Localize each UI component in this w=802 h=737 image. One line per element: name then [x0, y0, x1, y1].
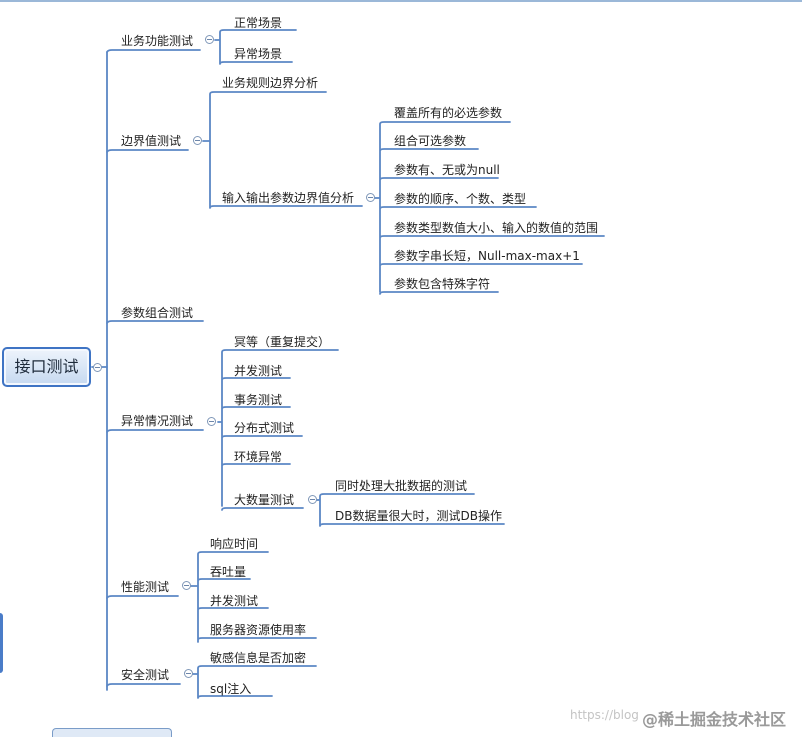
node-business-rule-boundary[interactable]: 业务规则边界分析 — [222, 76, 319, 90]
node-param-range[interactable]: 参数类型数值大小、输入的数值的范围 — [394, 221, 599, 235]
node-required-params[interactable]: 覆盖所有的必选参数 — [394, 106, 503, 120]
underline-perf — [106, 595, 179, 599]
node-batch-data[interactable]: 同时处理大批数据的测试 — [335, 479, 468, 493]
node-boundary[interactable]: 边界值测试 — [121, 134, 182, 148]
node-response-time[interactable]: 响应时间 — [210, 537, 259, 551]
node-io-param-boundary[interactable]: 输入输出参数边界值分析 — [222, 191, 355, 205]
collapse-toggle-icon[interactable] — [205, 35, 214, 44]
node-abnormal[interactable]: 异常情况测试 — [121, 414, 194, 428]
node-param-order[interactable]: 参数的顺序、个数、类型 — [394, 192, 527, 206]
underline-sec — [106, 683, 181, 687]
node-optional-combo[interactable]: 组合可选参数 — [394, 134, 467, 148]
bracket-sec — [191, 665, 317, 699]
collapse-toggle-icon[interactable] — [182, 581, 191, 590]
node-db-volume[interactable]: DB数据量很大时，测试DB操作 — [335, 509, 502, 523]
node-concurrency[interactable]: 并发测试 — [234, 364, 283, 378]
node-big-data[interactable]: 大数量测试 — [234, 493, 295, 507]
bracket-perf — [189, 551, 317, 643]
collapse-toggle-icon[interactable] — [184, 669, 193, 678]
bracket-abnormal — [217, 349, 339, 511]
top-border — [0, 0, 802, 2]
underline-param — [106, 320, 204, 324]
node-security[interactable]: 安全测试 — [121, 668, 170, 682]
root-node[interactable]: 接口测试 — [2, 347, 91, 387]
node-idempotent[interactable]: 冥等（重复提交） — [234, 335, 331, 349]
collapse-toggle-icon[interactable] — [193, 136, 202, 145]
node-special-chars[interactable]: 参数包含特殊字符 — [394, 277, 491, 291]
bracket-boundary — [202, 91, 363, 209]
node-abnormal-scene[interactable]: 异常场景 — [234, 47, 283, 61]
node-normal-scene[interactable]: 正常场景 — [234, 16, 283, 30]
node-transaction[interactable]: 事务测试 — [234, 393, 283, 407]
node-distributed[interactable]: 分布式测试 — [234, 421, 295, 435]
bracket-biz — [214, 29, 297, 65]
collapse-toggle-icon[interactable] — [93, 363, 102, 372]
underline-biz — [106, 49, 201, 53]
partial-node[interactable] — [52, 728, 172, 737]
node-sql-injection[interactable]: sql注入 — [210, 682, 252, 696]
node-server-resource[interactable]: 服务器资源使用率 — [210, 623, 307, 637]
underline-boundary — [106, 149, 189, 153]
node-throughput[interactable]: 吞吐量 — [210, 565, 247, 579]
node-sensitive-encrypt[interactable]: 敏感信息是否加密 — [210, 651, 307, 665]
node-performance[interactable]: 性能测试 — [121, 580, 170, 594]
node-param-null[interactable]: 参数有、无或为null — [394, 163, 500, 177]
node-param-length[interactable]: 参数字串长短，Null-max-max+1 — [394, 249, 580, 263]
collapse-toggle-icon[interactable] — [207, 417, 216, 426]
watermark-url: https://blog — [570, 708, 639, 722]
underline-abnormal — [106, 429, 204, 433]
node-param-combo[interactable]: 参数组合测试 — [121, 306, 194, 320]
bracket-io — [373, 121, 605, 295]
watermark-site: @稀土掘金技术社区 — [642, 710, 787, 729]
bracket-bigdata — [313, 493, 505, 527]
collapse-toggle-icon[interactable] — [366, 193, 375, 202]
side-tab[interactable] — [0, 613, 3, 673]
node-biz-function[interactable]: 业务功能测试 — [121, 34, 194, 48]
collapse-toggle-icon[interactable] — [308, 495, 317, 504]
node-env-abnormal[interactable]: 环境异常 — [234, 450, 283, 464]
node-perf-concurrency[interactable]: 并发测试 — [210, 594, 259, 608]
